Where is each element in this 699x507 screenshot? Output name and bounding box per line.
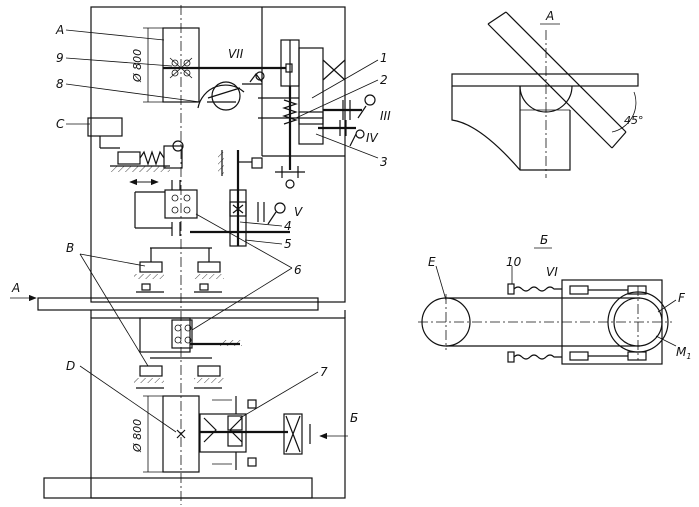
cylinder-C (87, 117, 184, 186)
label-2: 2 (380, 73, 388, 87)
view-A-title: A (545, 9, 554, 23)
shaft-III-IV (318, 94, 376, 147)
view-A: A 45° (451, 9, 644, 178)
label-8: 8 (56, 77, 64, 91)
label-VI: VI (546, 265, 558, 279)
label-M: M (676, 345, 687, 359)
bottom-roll: Ø 800 (131, 395, 288, 473)
label-E: E (428, 255, 436, 269)
label-1: 1 (380, 51, 388, 65)
label-9: 9 (56, 51, 64, 65)
label-V: V (294, 205, 303, 219)
label-VII: VII (228, 47, 244, 61)
label-10: 10 (506, 255, 522, 269)
top-gearbox (197, 39, 346, 170)
label-C: C (56, 117, 65, 131)
angle-label: 45° (624, 114, 644, 127)
arrow-B-label: Б (350, 411, 358, 425)
label-4: 4 (284, 219, 292, 233)
diam-top-label: Ø 800 (131, 49, 144, 83)
label-M-sub: 1 (686, 352, 691, 361)
label-7: 7 (320, 365, 328, 379)
main-frame (37, 6, 346, 499)
arrow-A-label: A (11, 281, 20, 295)
bearing-9 (169, 57, 193, 79)
shaft-V-assembly (190, 150, 305, 247)
diam-bottom-label: Ø 800 (131, 419, 144, 453)
label-5: 5 (284, 237, 292, 251)
label-III: III (380, 109, 391, 123)
bearing-B-upper (134, 247, 224, 293)
coupling-6-upper (134, 180, 198, 236)
view-B: Б (418, 233, 677, 365)
coupling-6-lower (139, 317, 242, 353)
label-B: B (66, 241, 74, 255)
label-3: 3 (380, 155, 388, 169)
bearing-B-lower (134, 357, 224, 389)
gear-7 (199, 396, 311, 470)
label-F: F (678, 291, 686, 305)
label-D: D (66, 359, 75, 373)
view-B-title: Б (540, 233, 548, 247)
leaders (10, 29, 379, 440)
label-IV: IV (366, 131, 379, 145)
label-A: A (55, 23, 64, 37)
label-6: 6 (294, 263, 302, 277)
label-M1: M1 (676, 345, 691, 361)
